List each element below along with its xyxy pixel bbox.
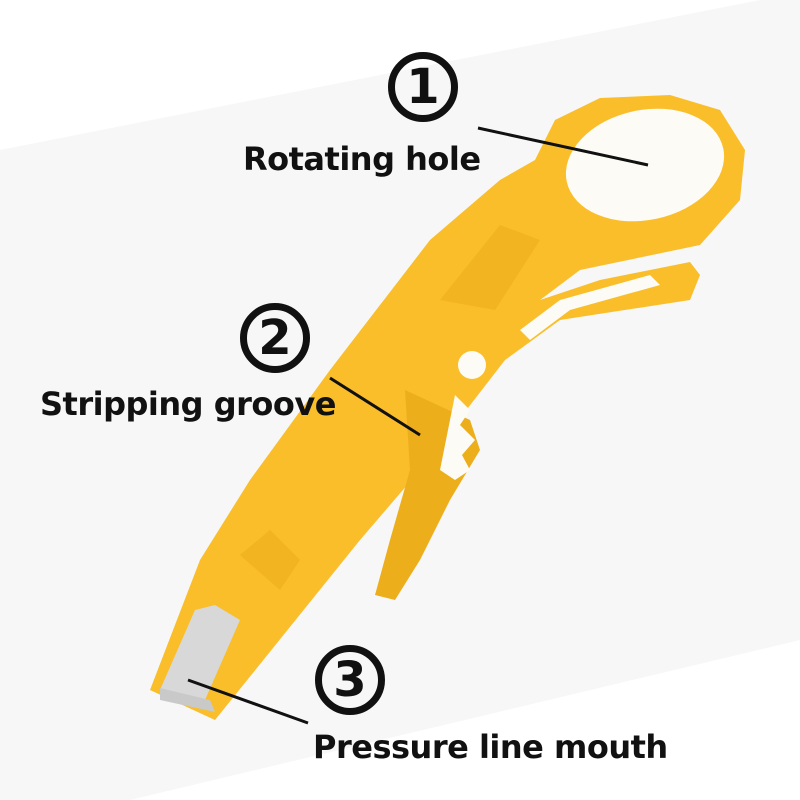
callout-label-rotating-hole: Rotating hole (243, 140, 481, 178)
callout-number-3: 3 (315, 645, 385, 715)
callout-label-stripping-groove: Stripping groove (40, 385, 336, 423)
callout-number-2: 2 (240, 303, 310, 373)
callout-number-1: 1 (388, 52, 458, 122)
callout-label-pressure-line-mouth: Pressure line mouth (313, 728, 668, 766)
